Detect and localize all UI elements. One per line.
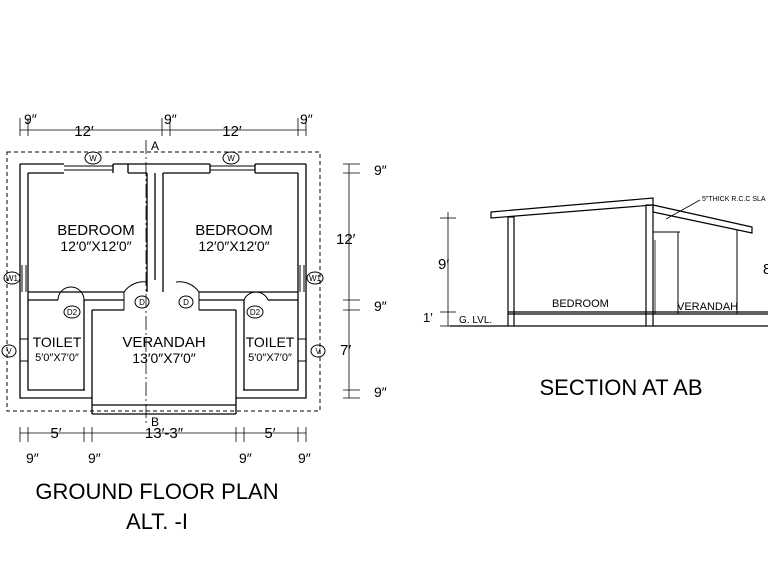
dim-right-5: 9″: [374, 384, 387, 400]
dim-top-1: 9″: [24, 111, 37, 127]
section-room-right: VERANDAH: [677, 301, 738, 313]
section-room-left: BEDROOM: [552, 298, 609, 310]
door2-tag: D2: [250, 308, 261, 317]
ground-floor-plan: [1, 118, 360, 442]
room-size: 13′0″X7′0″: [132, 350, 195, 366]
dim-bottom-small-1: 9″: [26, 450, 39, 466]
dimension-lines-right: [343, 163, 360, 399]
section-wall-middle: [645, 204, 654, 327]
section-height-plinth: 1′: [423, 310, 433, 325]
room-size: 12′0″X12′0″: [198, 238, 269, 254]
dim-top-3: 9″: [164, 111, 177, 127]
dim-top-2: 12′: [74, 123, 94, 140]
door-tag: D: [139, 298, 145, 307]
room-size: 5′0″X7′0″: [35, 352, 79, 364]
door2-tag: D2: [67, 308, 78, 317]
section-height-main: 9′: [438, 256, 449, 273]
dim-bottom-1: 5′: [50, 425, 61, 442]
ventilator-tag: V: [315, 347, 321, 356]
window1-tag: W1: [6, 274, 19, 283]
room-name: TOILET: [33, 334, 82, 350]
dim-right-4: 7′: [340, 342, 351, 359]
room-labels: BEDROOM 12′0″X12′0″ BEDROOM 12′0″X12′0″ …: [33, 222, 295, 366]
ventilator-tag: V: [6, 347, 12, 356]
plan-title: GROUND FLOOR PLAN: [35, 479, 278, 504]
room-name: BEDROOM: [195, 222, 273, 239]
window1-tag: W1: [309, 274, 322, 283]
section-wall-left: [507, 216, 515, 327]
dim-right-3: 9″: [374, 298, 387, 314]
door-tag: D: [183, 298, 189, 307]
roof-slab-verandah: [652, 204, 753, 234]
window-tag: W: [89, 154, 97, 163]
dim-right-1: 9″: [374, 162, 387, 178]
roof-slab-main: [490, 197, 654, 219]
side-windows: [20, 265, 306, 362]
windows-top: [64, 165, 255, 171]
plinth-outline: [6, 151, 321, 412]
room-name: VERANDAH: [122, 334, 205, 351]
section-mark-b: B: [151, 415, 159, 429]
dimension-lines-bottom: [19, 427, 307, 442]
section-height-right: 8: [763, 261, 768, 278]
dim-top-5: 9″: [300, 111, 313, 127]
slab-note-leader: [665, 199, 701, 220]
dim-bottom-3: 5′: [264, 425, 275, 442]
dimension-lines-top: [19, 118, 307, 136]
central-partition: [146, 173, 164, 292]
room-size: 5′0″X7′0″: [248, 352, 292, 364]
dim-right-2: 12′: [336, 231, 356, 248]
plan-tags: W W W1 W1 V V D D D2 D2: [6, 154, 322, 356]
room-name: BEDROOM: [57, 222, 135, 239]
plan-subtitle: ALT. -I: [126, 509, 188, 534]
dim-bottom-small-4: 9″: [298, 450, 311, 466]
door-swings: [57, 281, 269, 310]
plan-dimension-labels: 9″ 12′ 9″ 12′ 9″ 9″ 12′ 9″ 7′ 9″ 5′ 13′-…: [24, 111, 387, 466]
window-tag: W: [227, 154, 235, 163]
dim-bottom-small-3: 9″: [239, 450, 252, 466]
section-ab: [440, 197, 768, 327]
slab-note: 5″THICK R.C.C SLA: [702, 196, 766, 203]
dim-bottom-small-2: 9″: [88, 450, 101, 466]
section-title: SECTION AT AB: [539, 375, 702, 400]
room-size: 12′0″X12′0″: [60, 238, 131, 254]
dim-top-4: 12′: [222, 123, 242, 140]
room-name: TOILET: [246, 334, 295, 350]
tag-circles: [1, 151, 326, 358]
verandah-walls: [28, 291, 298, 415]
dim-bottom-2: 13′-3″: [145, 425, 184, 442]
section-mark-a: A: [151, 139, 159, 153]
ground-level-label: G. LVL.: [459, 315, 492, 326]
outer-walls: [19, 163, 307, 399]
section-labels: 5″THICK R.C.C SLA 9′ 1′ 8 G. LVL. BEDROO…: [423, 196, 768, 326]
